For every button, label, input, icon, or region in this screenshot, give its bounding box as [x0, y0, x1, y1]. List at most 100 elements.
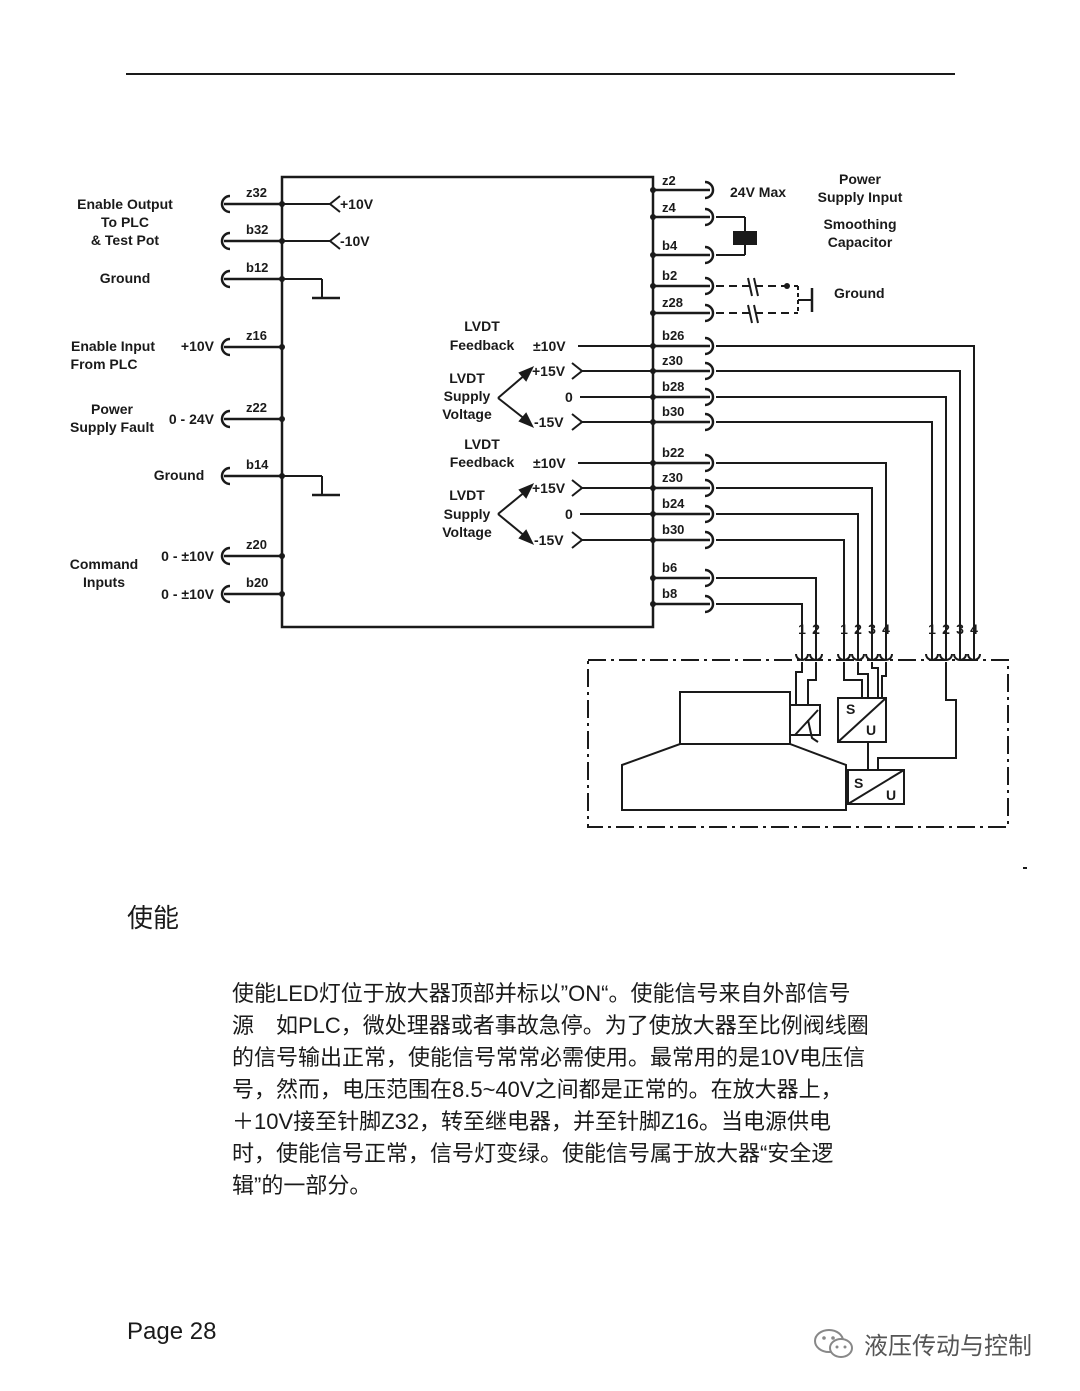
page-number: Page 28	[127, 1318, 217, 1345]
pin-label-b28: b28	[662, 379, 684, 394]
section-heading: 使能	[127, 903, 180, 933]
pin-label-b8: b8	[662, 586, 677, 601]
pin-b20-arc	[220, 584, 231, 604]
zero-1: 0	[565, 389, 573, 405]
transducer-su-2	[847, 769, 905, 805]
zero-2: 0	[565, 506, 573, 522]
diagram-element	[571, 479, 584, 497]
diagram-element	[851, 653, 865, 661]
valve-body	[621, 743, 847, 811]
voltage-b20: 0 - ±10V	[161, 586, 214, 602]
label-ground-right: Ground	[834, 285, 885, 301]
conn-num: 4	[970, 621, 978, 637]
label-24v-max: 24V Max	[730, 184, 786, 200]
pin-label-z16: z16	[246, 328, 267, 343]
body-line: ＋10V接至针脚Z32，转至继电器，并至针脚Z16。当电源供电	[232, 1109, 831, 1134]
pin-b32-arc	[220, 231, 231, 251]
body-line: 时，使能信号正常，信号灯变绿。使能信号属于放大器“安全逻	[232, 1141, 834, 1166]
pin-b14-arc	[220, 466, 231, 486]
right-pin-group	[653, 180, 715, 614]
diagram-element	[650, 601, 656, 607]
pin-label-b30-1: b30	[662, 404, 684, 419]
lvdt-feedback-1-line1: LVDT	[464, 318, 500, 334]
diagram-element	[518, 483, 535, 499]
diagram-element	[704, 478, 715, 498]
diagram-element	[795, 653, 809, 661]
watermark-text: 液压传动与控制	[864, 1333, 1032, 1360]
pin-label-z30-1: z30	[662, 353, 683, 368]
lvdt-supply-2-line2: Supply	[444, 506, 491, 522]
label-command-1: Command	[70, 556, 138, 572]
diagram-element	[704, 303, 715, 323]
pin-z16-arc	[220, 337, 231, 357]
label-ground-1: Ground	[100, 270, 151, 286]
pm10v-2: ±10V	[533, 455, 566, 471]
pin-label-b6: b6	[662, 560, 677, 575]
voltage-z22: 0 - 24V	[169, 411, 215, 427]
diagram-element	[704, 276, 715, 296]
conn-num: 1	[798, 621, 806, 637]
diagram-element	[716, 539, 845, 660]
diagram-element	[789, 704, 821, 736]
diagram-element	[704, 453, 715, 473]
diagram-element	[716, 513, 859, 660]
diagram-element	[704, 180, 715, 200]
pin-label-z30-2: z30	[662, 470, 683, 485]
diagram-element	[807, 662, 817, 705]
pin-label-b32: b32	[246, 222, 268, 237]
pin-label-b12: b12	[246, 260, 268, 275]
diagram-element	[807, 719, 819, 743]
lvdt-supply-1-line2: Supply	[444, 388, 491, 404]
pin-label-b22: b22	[662, 445, 684, 460]
label-enable-input-1: Enable Input	[71, 338, 155, 354]
label-enable-output-1: Enable Output	[77, 196, 173, 212]
diagram-element	[518, 412, 535, 428]
pin-z32-arc	[220, 194, 231, 214]
pin-label-b30-2: b30	[662, 522, 684, 537]
conn-num: 2	[942, 621, 950, 637]
diagram-element	[571, 413, 584, 431]
lvdt-supply-1-line1: LVDT	[449, 370, 485, 386]
diagram-element	[843, 662, 863, 698]
diagram-element	[650, 214, 656, 220]
diagram-element	[650, 252, 656, 258]
pin-label-b4: b4	[662, 238, 678, 253]
lvdt-supply-2-line3: Voltage	[442, 524, 492, 540]
diagram-element	[704, 361, 715, 381]
diagram-element	[716, 345, 975, 660]
body-line: 使能LED灯位于放大器顶部并标以”ON“。使能信号来自外部信号	[232, 981, 851, 1006]
diagram-element	[571, 531, 584, 549]
conn-num: 3	[956, 621, 964, 637]
voltage-b32-internal: -10V	[340, 233, 370, 249]
wechat-icon	[814, 1328, 853, 1358]
conn-num: 3	[868, 621, 876, 637]
pin-z22-arc	[220, 409, 231, 429]
pin-z20-arc	[220, 546, 231, 566]
label-command-2: Inputs	[83, 574, 125, 590]
diagram-element	[716, 462, 887, 660]
amplifier-box	[280, 175, 655, 629]
transducer-u-2: U	[886, 787, 896, 803]
diagram-element	[871, 662, 879, 698]
valve-solenoid	[679, 691, 791, 745]
diagram-element	[704, 594, 715, 614]
transducer-s-2: S	[854, 775, 863, 791]
diagram-element	[857, 662, 869, 698]
diagram-element: Enable Output To PLC & Test Pot Ground E…	[70, 171, 978, 803]
diagram-element	[716, 487, 873, 660]
diagram-element	[279, 344, 285, 350]
diagram-element	[518, 366, 535, 382]
lvdt-feedback-2-line1: LVDT	[464, 436, 500, 452]
arrow-plus10v	[328, 195, 341, 213]
pin-b12-arc	[220, 269, 231, 289]
diagram-element	[837, 697, 887, 743]
diagram-element	[794, 709, 819, 736]
diagram-element	[518, 529, 535, 545]
amplifier-wiring-diagram: Enable Output To PLC & Test Pot Ground E…	[70, 73, 1027, 869]
pm10v-1: ±10V	[533, 338, 566, 354]
label-power-fault-2: Supply Fault	[70, 419, 154, 435]
diagram-element	[704, 245, 715, 265]
diagram-element	[650, 575, 656, 581]
lvdt-supply-arrows-2	[497, 483, 535, 545]
lvdt-supply-1-line3: Voltage	[442, 406, 492, 422]
